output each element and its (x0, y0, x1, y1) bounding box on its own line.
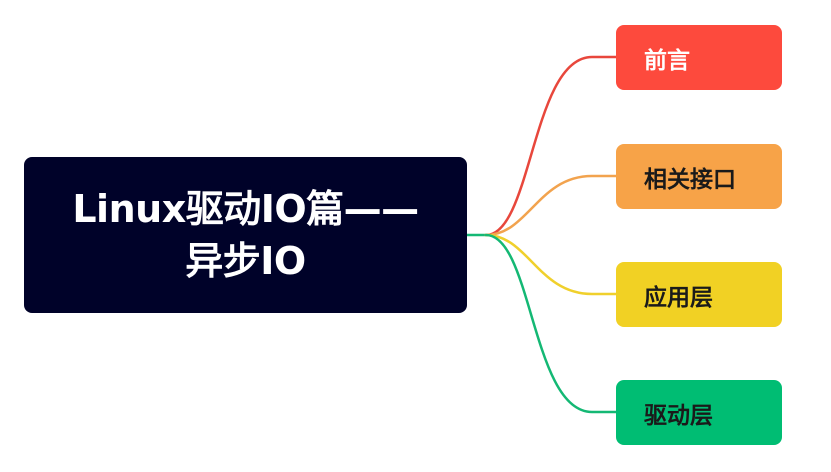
branch-label-intro: 前言 (644, 47, 690, 74)
connector-line-intro (484, 55, 618, 237)
branch-node-app-layer[interactable]: 应用层 (616, 262, 782, 327)
branch-label-app-layer: 应用层 (644, 284, 713, 311)
root-topic-title-line1: Linux驱动IO篇—— (72, 187, 419, 231)
branch-node-driver-layer[interactable]: 驱动层 (616, 380, 782, 445)
connector-line-app-layer (484, 233, 618, 296)
root-topic-node[interactable]: Linux驱动IO篇—— 异步IO (24, 157, 467, 313)
connector-line-driver-layer (484, 233, 618, 414)
branch-label-driver-layer: 驱动层 (644, 402, 713, 429)
branch-label-interfaces: 相关接口 (644, 166, 736, 193)
connector-line-interfaces (484, 174, 618, 237)
root-topic-title-line2: 异步IO (185, 239, 306, 283)
branch-node-intro[interactable]: 前言 (616, 25, 782, 90)
root-topic-title: Linux驱动IO篇—— 异步IO (56, 183, 436, 287)
branch-node-interfaces[interactable]: 相关接口 (616, 144, 782, 209)
